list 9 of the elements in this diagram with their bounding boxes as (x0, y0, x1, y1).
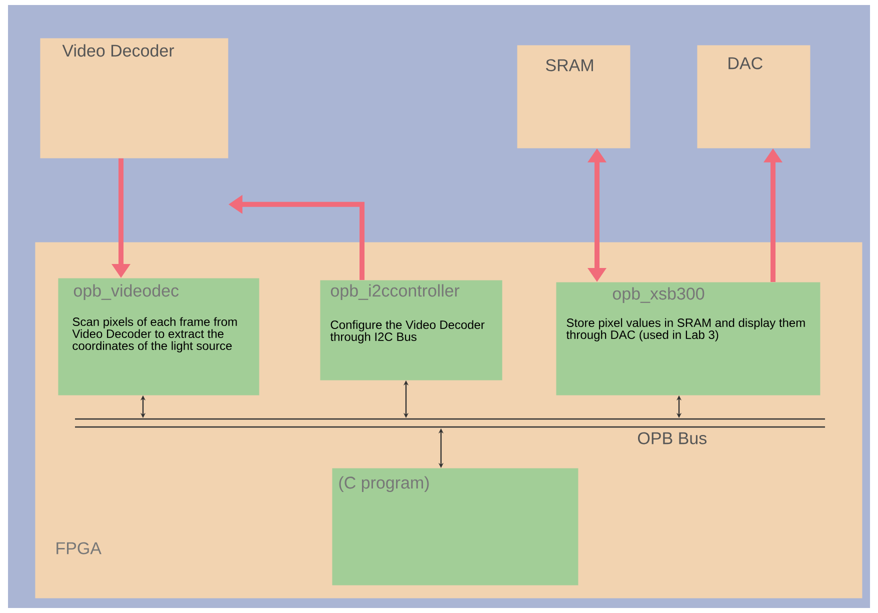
bus-label: OPB Bus (638, 432, 706, 444)
module-box: opb_xsb300 Store pixel values in SRAM and display them through DAC (used in Lab 3) (556, 282, 820, 396)
module-box: opb_i2ccontroller Configure the Video Decoder through I2C Bus (320, 280, 502, 380)
module-box: Video Decoder (40, 38, 228, 158)
bus-line (75, 418, 825, 428)
module-box: (C program) (332, 468, 578, 586)
module-box: DAC (697, 45, 810, 148)
module-box: opb_videodec Scan pixels of each frame from Video Decoder to extract the coordinates of the light source (58, 278, 260, 396)
module-box: SRAM (517, 45, 630, 148)
